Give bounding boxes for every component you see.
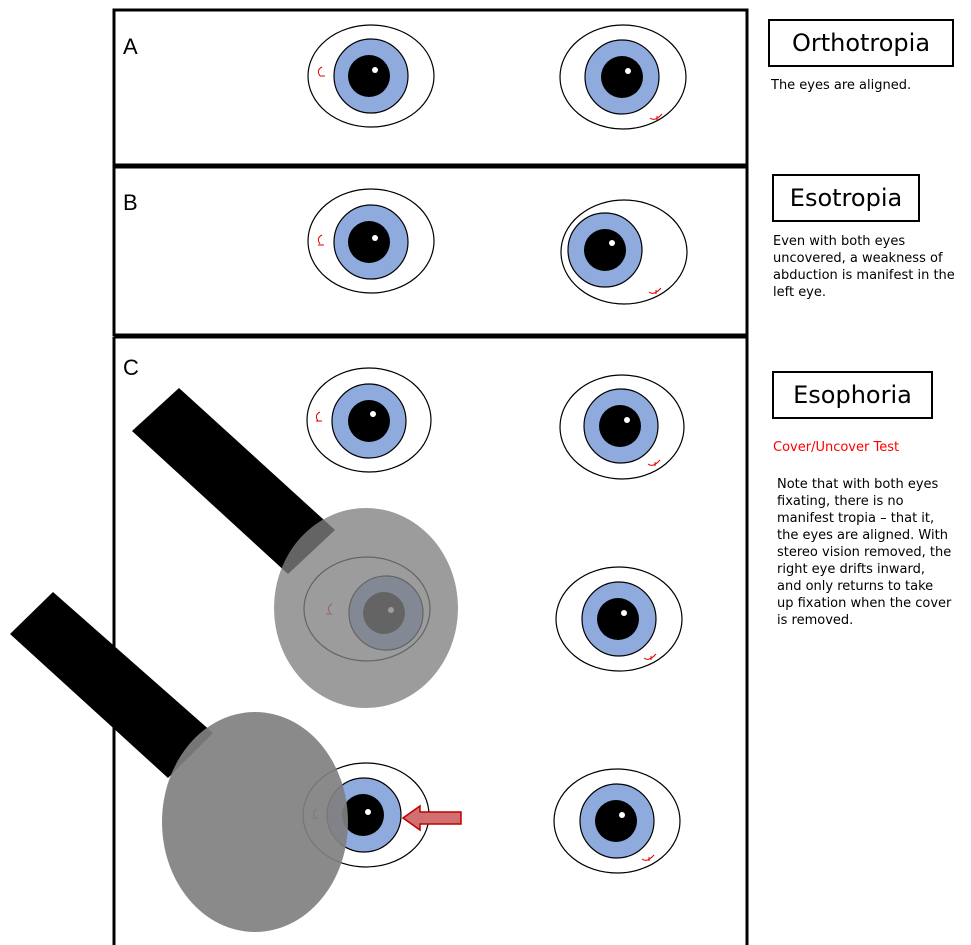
esophoria-title: Esophoria: [772, 371, 933, 419]
orthotropia-title: Orthotropia: [768, 19, 954, 67]
eye-icon: [554, 769, 680, 873]
eye-icon: [308, 25, 434, 127]
esotropia-title: Esotropia: [772, 174, 920, 222]
panel-c-letter: C: [123, 355, 139, 381]
cover-uncover-subtitle: Cover/Uncover Test: [773, 440, 899, 455]
esotropia-description: Even with both eyes uncovered, a weaknes…: [773, 233, 969, 301]
panel-b-letter: B: [123, 190, 138, 216]
eye-icon: [560, 25, 686, 129]
esophoria-description: Note that with both eyes fixating, there…: [777, 476, 953, 629]
panel-a-letter: A: [123, 34, 138, 60]
orthotropia-description: The eyes are aligned.: [771, 77, 961, 94]
eye-icon: [560, 375, 684, 479]
eye-icon: [308, 189, 434, 293]
eye-icon: [556, 567, 682, 671]
eye-icon: [307, 368, 431, 472]
eye-icon: [561, 200, 687, 304]
